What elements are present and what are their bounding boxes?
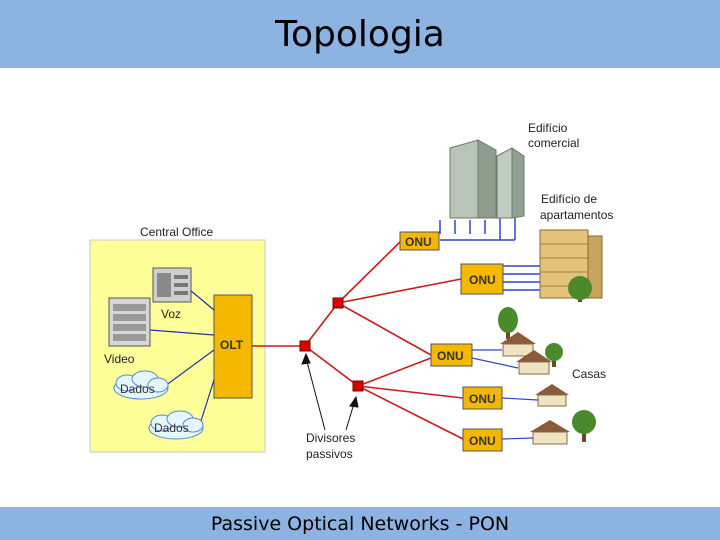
fiber-links	[252, 241, 464, 440]
splitter-arrows	[301, 352, 359, 431]
onu-3-box: ONU	[430, 343, 473, 367]
fiber-upper-to-onu-1	[337, 241, 401, 304]
fiber-lower-to-onu-4	[357, 385, 464, 399]
lower-splitter	[352, 380, 364, 392]
footer-text: Passive Optical Networks - PON	[210, 512, 510, 535]
onu-1-box: ONU	[399, 231, 440, 251]
data-1-link	[164, 349, 215, 387]
onu-3-label: ONU	[437, 349, 464, 363]
house-drop-links	[471, 349, 539, 440]
fiber-upper-to-onu-2	[337, 278, 462, 304]
tree-icon	[498, 307, 518, 339]
footer-bar: Passive Optical Networks - PON	[0, 507, 720, 540]
commercial-label-line1: Edifício	[528, 121, 568, 135]
splitters-label-line1: Divisores	[306, 431, 355, 445]
house-icon	[516, 350, 552, 375]
tree-icon	[545, 343, 563, 367]
data-cloud-1-icon	[113, 370, 169, 400]
fiber-main-to-lower-splitter	[304, 345, 359, 387]
data-cloud-1-label: Dados	[120, 382, 155, 396]
voice-server-icon	[152, 267, 192, 303]
house-icon	[500, 332, 536, 357]
onu-2-label: ONU	[469, 273, 496, 287]
voice-label: Voz	[161, 307, 181, 321]
house-icon	[530, 420, 570, 445]
onu-5-box: ONU	[462, 428, 503, 452]
commercial-building-icon	[449, 139, 525, 219]
commercial-label-line2: comercial	[528, 136, 579, 150]
tree-icon	[572, 410, 596, 442]
fiber-upper-to-onu-3	[337, 302, 432, 356]
apartments-label-line2: apartamentos	[540, 208, 613, 222]
data-cloud-2-label: Dados	[154, 421, 189, 435]
houses-label: Casas	[572, 367, 606, 381]
upper-splitter	[332, 297, 344, 309]
fiber-lower-to-onu-5	[357, 385, 464, 440]
tree-icon	[568, 276, 592, 302]
central-office-label: Central Office	[140, 225, 213, 239]
data-cloud-2-icon	[148, 410, 204, 440]
main-splitter	[299, 340, 311, 352]
video-label: Video	[104, 352, 135, 366]
apartments-label-line1: Edifício de	[541, 192, 597, 206]
central-office-links	[149, 289, 215, 425]
page-title: Topologia	[275, 13, 445, 55]
title-bar: Topologia	[0, 0, 720, 68]
voice-link	[189, 289, 215, 311]
fiber-lower-to-onu-3	[357, 357, 432, 387]
onu-4-label: ONU	[469, 392, 496, 406]
data-2-link	[199, 379, 215, 425]
video-link	[149, 329, 215, 336]
house-icon	[535, 384, 569, 407]
onu-4-box: ONU	[462, 386, 503, 410]
onu-1-label: ONU	[405, 235, 432, 249]
onu-5-label: ONU	[469, 434, 496, 448]
onu-drop-links	[439, 215, 540, 291]
olt-label: OLT	[220, 338, 244, 352]
onu-2-box: ONU	[460, 263, 504, 295]
video-server-icon	[108, 297, 151, 347]
fiber-main-to-upper-splitter	[304, 302, 339, 347]
splitters-label-line2: passivos	[306, 447, 353, 461]
